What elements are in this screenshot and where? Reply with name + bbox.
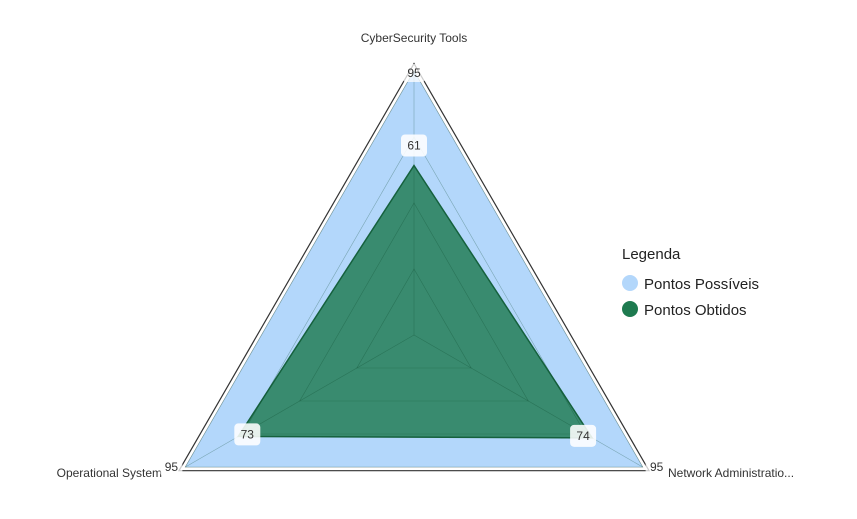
legend-swatch-possible bbox=[622, 275, 638, 291]
max-label-2: 95 bbox=[165, 460, 179, 474]
max-label-0: 95 bbox=[407, 66, 421, 80]
axis-spoke-2 bbox=[185, 334, 415, 468]
max-label-1: 95 bbox=[650, 460, 664, 474]
max-label-bg-1 bbox=[645, 458, 668, 476]
legend-swatch-obtained bbox=[622, 301, 638, 317]
radar-outline bbox=[177, 62, 651, 472]
value-label-bg-0 bbox=[401, 134, 427, 157]
max-label-bg-2 bbox=[160, 458, 183, 476]
legend-label-obtained: Pontos Obtidos bbox=[644, 302, 747, 319]
series-layer bbox=[184, 70, 644, 468]
legend: Legenda Pontos Possíveis Pontos Obtidos bbox=[622, 246, 759, 319]
axis-label-0: CyberSecurity Tools bbox=[361, 31, 468, 45]
legend-item-obtained[interactable]: Pontos Obtidos bbox=[622, 301, 747, 319]
grid-overlay-4 bbox=[184, 70, 644, 468]
value-label-2: 73 bbox=[241, 427, 255, 441]
legend-item-possible[interactable]: Pontos Possíveis bbox=[622, 275, 759, 293]
value-label-bg-2 bbox=[234, 423, 261, 446]
value-label-bg-1 bbox=[570, 424, 597, 447]
grid-overlay-1 bbox=[356, 268, 472, 369]
value-label-0: 61 bbox=[407, 138, 421, 152]
series-obtained-area bbox=[236, 164, 594, 439]
axis-spoke-1 bbox=[413, 334, 643, 468]
legend-title: Legenda bbox=[622, 246, 681, 263]
axis-label-1: Network Administratio... bbox=[668, 466, 794, 480]
axis-layer bbox=[177, 62, 651, 472]
grid-overlay-3 bbox=[242, 136, 586, 435]
grid-overlay-2 bbox=[299, 202, 529, 402]
legend-label-possible: Pontos Possíveis bbox=[644, 276, 759, 293]
axis-label-2: Operational System bbox=[57, 466, 162, 480]
value-label-1: 74 bbox=[576, 429, 590, 443]
max-label-bg-0 bbox=[403, 64, 425, 82]
